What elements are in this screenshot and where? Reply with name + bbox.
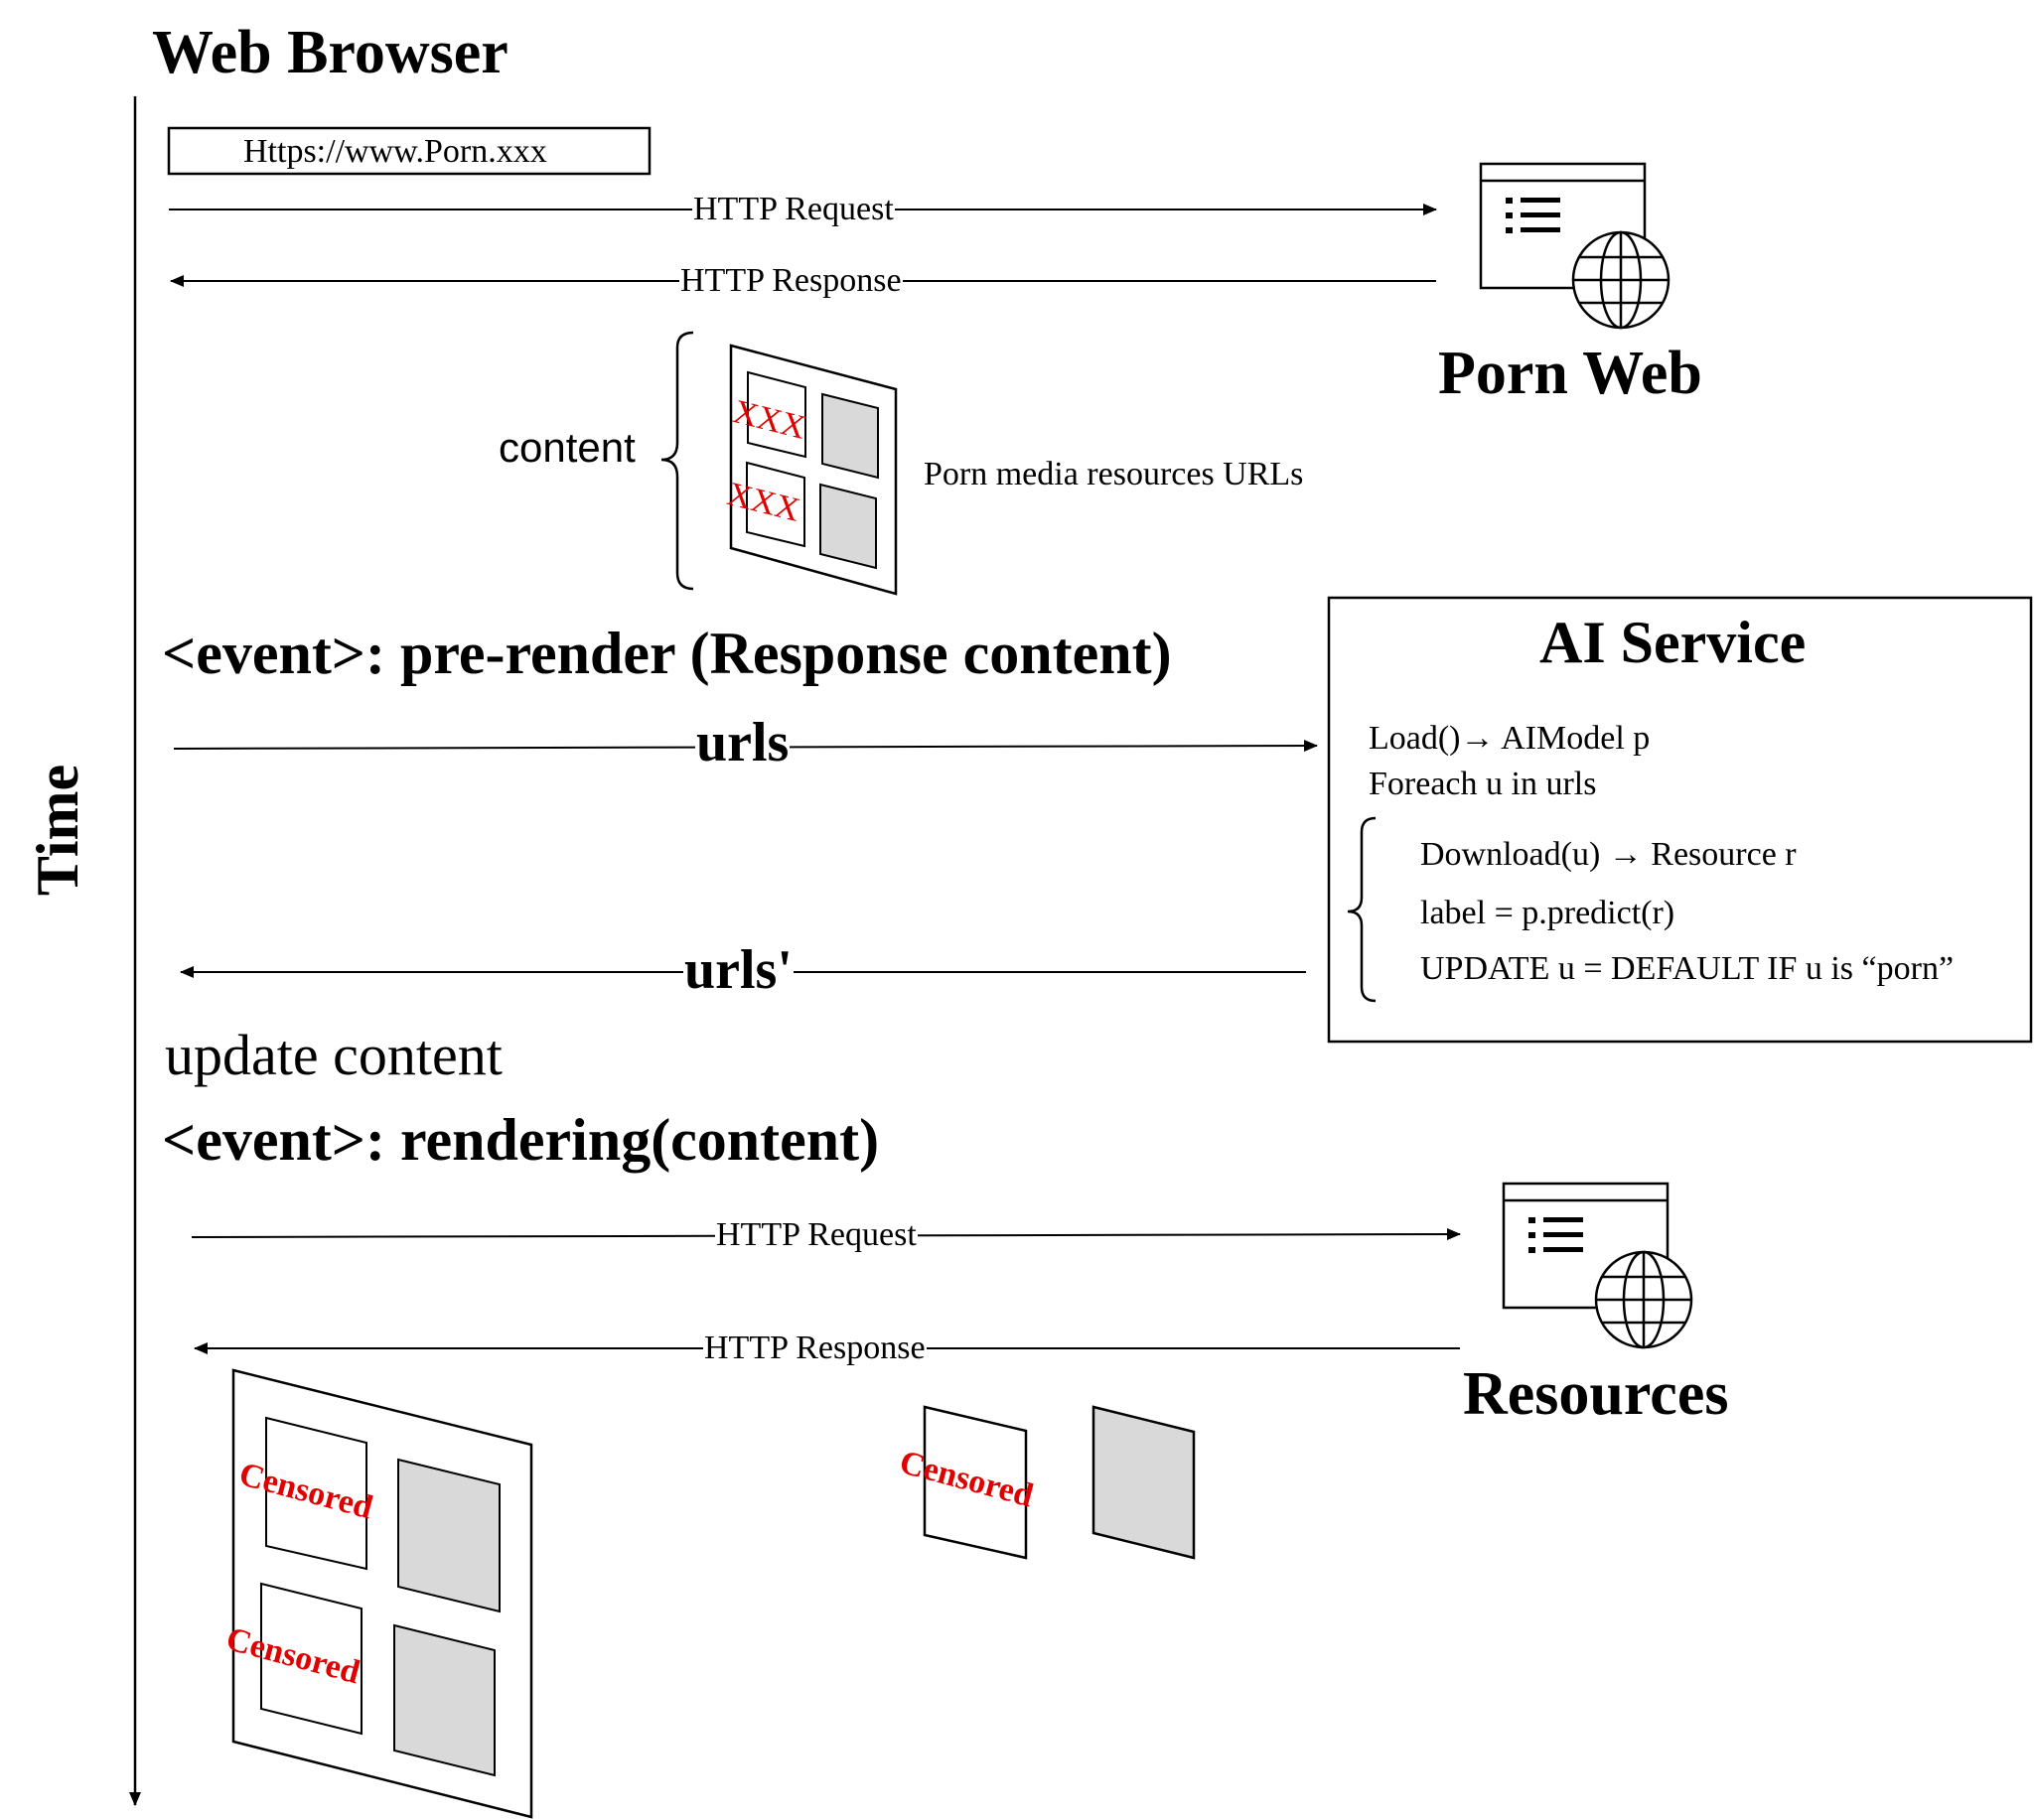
urls-prime-label: urls' <box>683 939 794 1001</box>
content-label: content <box>499 424 636 471</box>
http-request-label-2: HTTP Request <box>715 1216 918 1253</box>
clean-resource-tile <box>1091 1405 1196 1560</box>
http-request-label-1: HTTP Request <box>692 191 895 227</box>
url-bar <box>167 126 652 176</box>
resources-label: Resources <box>1463 1360 1729 1428</box>
web-page-globe-icon <box>1479 162 1671 330</box>
censored-resource-tile <box>923 1405 1028 1560</box>
foreach-line: Foreach u in urls <box>1369 766 1597 802</box>
foreach-brace <box>1347 816 1377 1003</box>
content-brace <box>660 331 694 591</box>
ai-service-box <box>1327 596 2033 1044</box>
censored-content-page <box>231 1368 533 1819</box>
download-line: Download(u) → Resource r <box>1420 836 1797 873</box>
porn-web-label: Porn Web <box>1438 340 1702 407</box>
urls-label: urls <box>695 712 791 773</box>
update-content-label: update content <box>165 1023 503 1087</box>
browser-title: Web Browser <box>152 19 508 86</box>
http-response-label-2: HTTP Response <box>703 1330 927 1366</box>
ai-service-title: AI Service <box>1539 610 1807 675</box>
load-line: Load()→ AIModel p <box>1369 720 1651 757</box>
web-page-globe-icon <box>1502 1182 1693 1349</box>
url-text: Https://www.Porn.xxx <box>243 133 547 170</box>
predict-line: label = p.predict(r) <box>1420 895 1675 931</box>
resources-urls-label: Porn media resources URLs <box>924 456 1304 492</box>
porn-content-page <box>729 344 898 596</box>
pre-render-event: <event>: pre-render (Response content) <box>162 621 1172 686</box>
rendering-event: <event>: rendering(content) <box>162 1107 880 1173</box>
update-line: UPDATE u = DEFAULT IF u is “porn” <box>1420 950 1955 987</box>
http-response-label-1: HTTP Response <box>679 262 903 299</box>
time-label: Time <box>25 764 90 897</box>
